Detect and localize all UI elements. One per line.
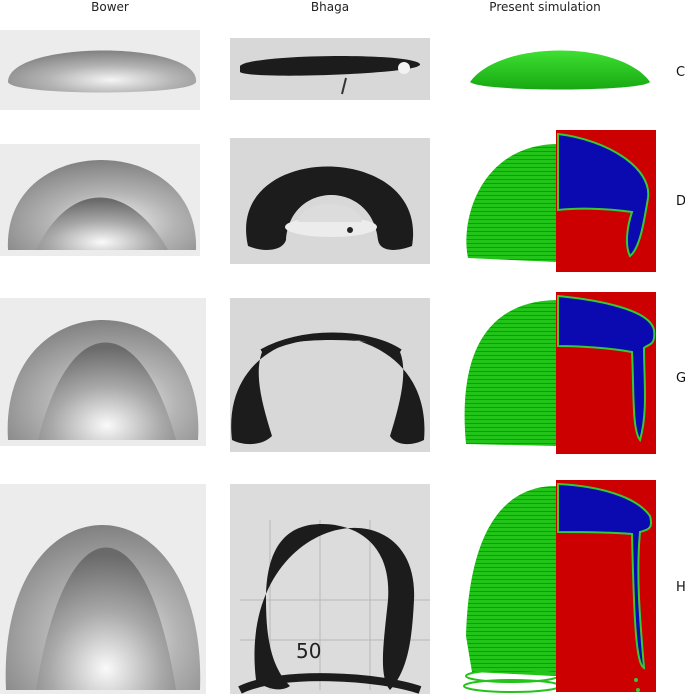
simulation-image-h (463, 480, 656, 693)
row-label-d: D (676, 194, 685, 209)
simulation-image-g (464, 292, 656, 454)
bower-image-g (0, 298, 206, 446)
photo-marker-50: 50 (296, 639, 321, 663)
bower-image-d (0, 144, 200, 256)
row-label-c: C (676, 65, 685, 80)
bhaga-image-c (230, 38, 430, 100)
bower-image-h (0, 484, 206, 694)
bhaga-image-d (230, 138, 430, 264)
row-label-h: H (676, 580, 685, 595)
column-header-bhaga: Bhaga (310, 0, 350, 14)
bhaga-image-h: 50 (230, 484, 430, 694)
simulation-image-d (466, 130, 656, 272)
column-header-bower: Bower (91, 0, 129, 14)
column-header-simulation: Present simulation (489, 0, 601, 14)
simulation-image-c (470, 50, 650, 90)
bower-image-c (0, 30, 200, 110)
bhaga-image-g (230, 298, 430, 452)
row-label-g: G (676, 371, 685, 386)
